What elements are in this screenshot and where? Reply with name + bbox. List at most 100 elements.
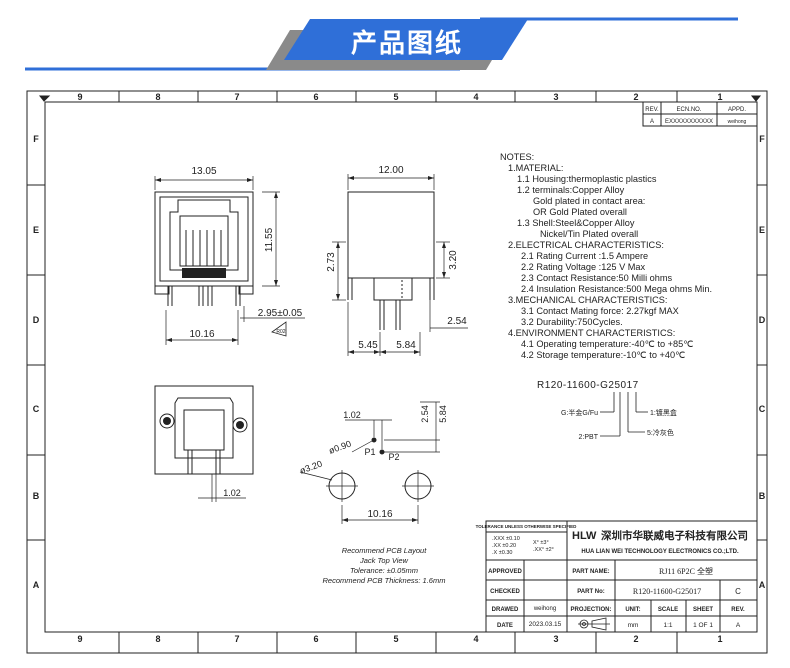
- pin-hole-p2: [379, 449, 385, 455]
- date-value: 2023.03.15: [529, 621, 562, 628]
- scale-value: 1:1: [663, 622, 672, 629]
- caption-line: Jack Top View: [359, 556, 409, 565]
- approved-label: APPROVED: [488, 569, 522, 575]
- title-block: TOLERANCE UNLESS OTHERWISE SPECIFIED .XX…: [476, 520, 758, 633]
- zone-number: 7: [234, 634, 239, 644]
- unit-value: mm: [628, 622, 639, 629]
- rev-label: REV.: [731, 607, 745, 613]
- pin-label-p1: P1: [364, 447, 375, 457]
- rev-value-cell: A: [736, 622, 741, 629]
- notes-title: NOTES:: [500, 152, 534, 162]
- zone-letter: F: [33, 134, 39, 144]
- note-line: 4.2 Storage temperature:-10℃ to +40℃: [521, 350, 685, 360]
- front-view: 13.05 11.55 2.95±0.05 10.16 R02: [154, 166, 305, 345]
- zone-letter: D: [759, 315, 766, 325]
- zone-letter: E: [759, 225, 765, 235]
- pcb-dim-1-02: 1.02: [343, 410, 361, 420]
- notes: NOTES: 1.MATERIAL: 1.1 Housing:thermopla…: [500, 152, 712, 360]
- bottom-zone-numbers: 9 8 7 6 5 4 3 2 1: [77, 634, 722, 644]
- tolerance-value: .XXX ±0.10: [492, 536, 520, 542]
- note-line: 2.ELECTRICAL CHARACTERISTICS:: [508, 240, 664, 250]
- note-line: 3.1 Contact Mating force: 2.27kgf MAX: [521, 306, 679, 316]
- ecn-value: EXXXXXXXXXXX: [665, 119, 713, 125]
- callout-g: G:半金G/Fu: [561, 408, 598, 417]
- note-line: 1.MATERIAL:: [508, 163, 563, 173]
- part-no-label: PART No:: [577, 589, 605, 595]
- zone-number: 6: [313, 92, 318, 102]
- side-view: 12.00 2.73 3.20 5.45 5.84 2.54: [326, 165, 468, 356]
- zone-number: 5: [393, 92, 398, 102]
- tolerance-value: X° ±3°: [533, 540, 549, 546]
- caption-line: Tolerance: ±0.05mm: [350, 566, 418, 575]
- sheet-label: SHEET: [693, 607, 713, 613]
- caption-line: Recommend PCB Layout: [342, 546, 428, 555]
- part-no-value: R120-11600-G25017: [633, 587, 701, 596]
- company-name-cn: 深圳市华联威电子科技有限公司: [601, 529, 748, 542]
- side-dim-2-54: 2.54: [447, 316, 467, 327]
- left-zone-letters: F E D C B A: [33, 134, 40, 590]
- front-height-dim: 11.55: [264, 227, 275, 252]
- tolerance-value: .XX ±0.20: [492, 543, 516, 549]
- revision-badge: R02: [276, 329, 285, 335]
- callout-2: 2:PBT: [579, 434, 599, 441]
- pcb-layout: 1.02 2.54 5.84 ø0.90 ø3.20 P1 P2 10.16: [298, 401, 448, 524]
- company-logo: HLW: [572, 530, 597, 542]
- drawed-value: weihong: [533, 606, 556, 612]
- zone-number: 1: [717, 92, 722, 102]
- part-rev-value: C: [735, 587, 741, 596]
- tolerance-header: TOLERANCE UNLESS OTHERWISE SPECIFIED: [476, 524, 578, 529]
- note-line: Gold plated in contact area:: [533, 196, 645, 206]
- note-line: 1.3 Shell:Steel&Copper Alloy: [517, 218, 635, 228]
- note-line: 2.2 Rating Voltage :125 V Max: [521, 262, 646, 272]
- pcb-dim-2-54: 2.54: [420, 405, 430, 423]
- zone-number: 7: [234, 92, 239, 102]
- zone-number: 1: [717, 634, 722, 644]
- zone-letter: B: [759, 491, 766, 501]
- note-line: 2.1 Rating Current :1.5 Ampere: [521, 251, 648, 261]
- zone-letter: A: [759, 580, 766, 590]
- zone-letter: A: [33, 580, 40, 590]
- zone-ticks: [27, 91, 767, 653]
- zone-number: 2: [633, 92, 638, 102]
- zone-letter: C: [759, 404, 766, 414]
- zone-letter: F: [759, 134, 765, 144]
- ecn-header: ECN.NO.: [676, 107, 701, 113]
- tolerance-value: .XX° ±2°: [533, 547, 554, 553]
- zone-number: 3: [553, 634, 558, 644]
- part-code: R120-11600-G25017: [537, 380, 639, 391]
- note-line: 1.1 Housing:thermoplastic plastics: [517, 174, 657, 184]
- checked-label: CHECKED: [490, 589, 520, 595]
- note-line: Nickel/Tin Plated overall: [540, 229, 638, 239]
- note-line: 2.3 Contact Resistance:50 Milli ohms: [521, 273, 673, 283]
- pin-hole-p1: [371, 437, 377, 443]
- appd-header: APPD.: [728, 107, 746, 113]
- note-line: 4.ENVIRONMENT CHARACTERISTICS:: [508, 328, 675, 338]
- pcb-pitch-dim: 10.16: [367, 509, 392, 520]
- pin-offset-dim: 2.95±0.05: [258, 308, 303, 319]
- sheet-value: 1 OF 1: [693, 622, 713, 629]
- projection-label: PROJECTION:: [570, 607, 611, 613]
- zone-number: 8: [155, 92, 160, 102]
- callout-1: 1:镀黑盒: [650, 408, 677, 417]
- pcb-small-hole-dim: ø0.90: [327, 439, 352, 456]
- side-dim-5-45: 5.45: [358, 340, 378, 351]
- top-zone-numbers: 9 8 7 6 5 4 3 2 1: [77, 92, 722, 102]
- side-width-dim: 12.00: [378, 165, 403, 176]
- company-name-en: HUA LIAN WEI TECHNOLOGY ELECTRONICS CO.;…: [581, 549, 739, 555]
- drawing-frame: [26, 90, 768, 654]
- revision-triangle-icon: [271, 321, 287, 337]
- caption-line: Recommend PCB Thickness: 1.6mm: [323, 576, 446, 585]
- zone-number: 2: [633, 634, 638, 644]
- appd-value: weihong: [728, 119, 747, 125]
- zone-number: 3: [553, 92, 558, 102]
- zone-number: 5: [393, 634, 398, 644]
- side-dim-5-84: 5.84: [396, 340, 416, 351]
- projection-symbol-icon: [578, 617, 610, 631]
- zone-letter: E: [33, 225, 39, 235]
- note-line: 4.1 Operating temperature:-40℃ to +85℃: [521, 339, 694, 349]
- pcb-dim-5-84: 5.84: [438, 405, 448, 423]
- zone-number: 9: [77, 92, 82, 102]
- note-line: 2.4 Insulation Resistance:500 Mega ohms …: [521, 284, 712, 294]
